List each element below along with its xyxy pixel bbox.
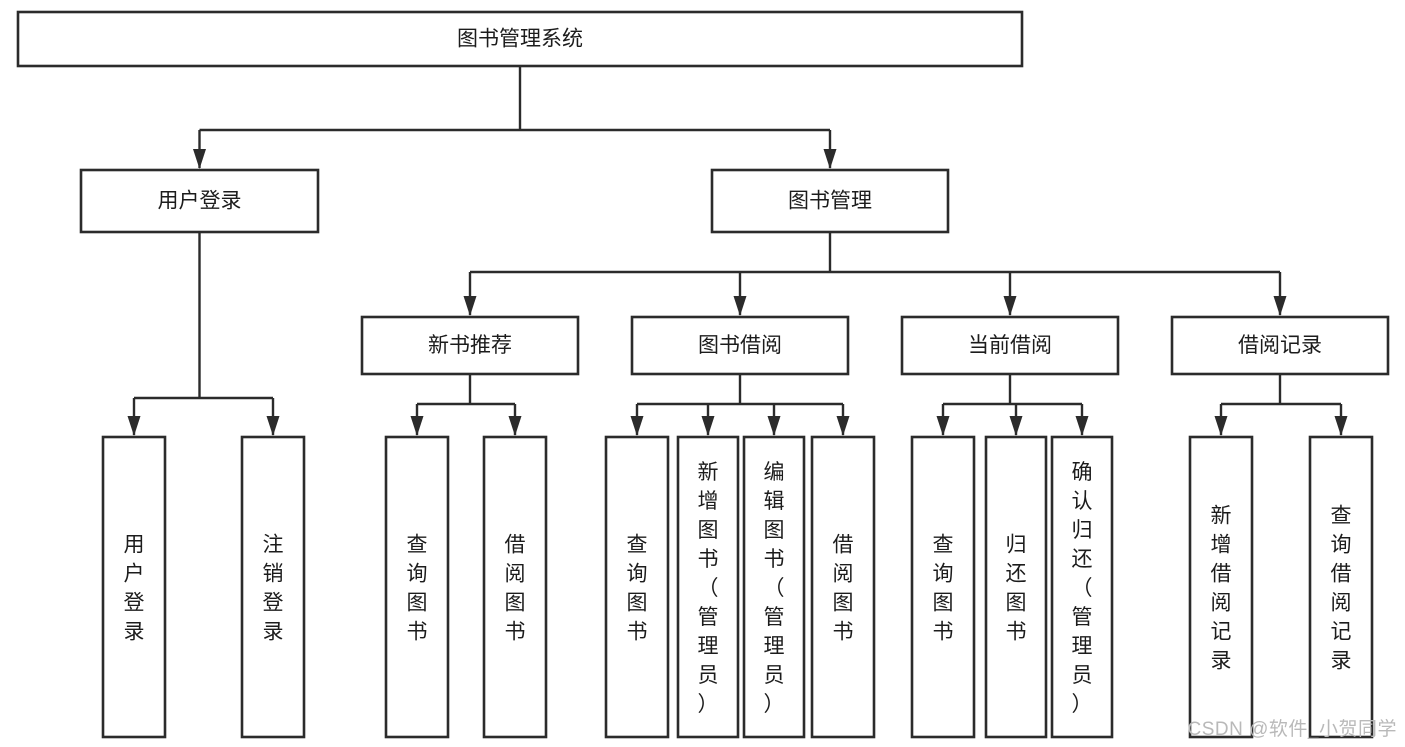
- arrow-head-lvl3-1-1: [701, 416, 715, 436]
- node-leaf-1[interactable]: 注销登录: [240, 435, 306, 739]
- arrow-head-login-1: [266, 416, 280, 436]
- node-leaf-8[interactable]: 查询图书: [910, 435, 976, 739]
- node-leaf-1-label: 注销登录: [263, 534, 284, 644]
- node-level3-1[interactable]: 图书借阅: [630, 315, 850, 376]
- node-leaf-10[interactable]: 确认归还（管理员）: [1050, 435, 1114, 739]
- node-layer: 图书管理系统用户登录图书管理新书推荐图书借阅当前借阅借阅记录用户登录注销登录查询…: [16, 10, 1390, 739]
- node-leaf-9[interactable]: 归还图书: [984, 435, 1048, 739]
- node-leaf-0-label: 用户登录: [124, 534, 145, 644]
- node-leaf-5[interactable]: 新增图书（管理员）: [676, 435, 740, 739]
- arrow-head-books-3: [1273, 296, 1287, 316]
- arrow-head-books-1: [733, 296, 747, 316]
- node-leaf-4-rect: [604, 435, 670, 739]
- node-level3-0-rect: [360, 315, 580, 376]
- node-leaf-4[interactable]: 查询图书: [604, 435, 670, 739]
- node-leaf-9-label: 归还图书: [1006, 534, 1027, 644]
- arrow-head-root-1: [823, 149, 837, 169]
- node-leaf-9-rect: [984, 435, 1048, 739]
- node-leaf-6[interactable]: 编辑图书（管理员）: [742, 435, 806, 739]
- node-level2-1[interactable]: 图书管理: [710, 168, 950, 234]
- node-level3-3[interactable]: 借阅记录: [1170, 315, 1390, 376]
- node-leaf-10-label: 确认归还（管理员）: [1072, 461, 1093, 716]
- arrow-head-lvl3-3-1: [1334, 416, 1348, 436]
- node-root-label: 图书管理系统: [457, 28, 583, 51]
- node-leaf-3-rect: [482, 435, 548, 739]
- node-leaf-6-rect: [742, 435, 806, 739]
- node-leaf-11-label: 新增借阅记录: [1211, 505, 1232, 673]
- node-level2-0-rect: [79, 168, 320, 234]
- node-leaf-5-rect: [676, 435, 740, 739]
- node-level3-3-rect: [1170, 315, 1390, 376]
- node-leaf-7[interactable]: 借阅图书: [810, 435, 876, 739]
- node-level3-2-rect: [900, 315, 1120, 376]
- node-root[interactable]: 图书管理系统: [16, 10, 1024, 68]
- node-level2-1-label: 图书管理: [788, 190, 872, 213]
- node-leaf-2[interactable]: 查询图书: [384, 435, 450, 739]
- node-leaf-8-rect: [910, 435, 976, 739]
- node-level3-2[interactable]: 当前借阅: [900, 315, 1120, 376]
- arrow-head-lvl3-2-0: [936, 416, 950, 436]
- node-leaf-10-rect: [1050, 435, 1114, 739]
- node-level2-0[interactable]: 用户登录: [79, 168, 320, 234]
- node-leaf-6-label: 编辑图书（管理员）: [764, 461, 785, 716]
- node-leaf-7-rect: [810, 435, 876, 739]
- node-leaf-0-rect: [101, 435, 167, 739]
- node-leaf-2-rect: [384, 435, 450, 739]
- node-leaf-0[interactable]: 用户登录: [101, 435, 167, 739]
- arrow-head-lvl3-2-2: [1075, 416, 1089, 436]
- arrow-head-root-0: [193, 149, 206, 169]
- node-level3-0-label: 新书推荐: [428, 334, 512, 357]
- node-level3-3-label: 借阅记录: [1238, 334, 1322, 357]
- arrow-head-lvl3-1-3: [836, 416, 850, 436]
- node-leaf-2-label: 查询图书: [407, 534, 428, 644]
- node-leaf-5-label: 新增图书（管理员）: [698, 461, 719, 716]
- node-leaf-3[interactable]: 借阅图书: [482, 435, 548, 739]
- node-leaf-4-label: 查询图书: [627, 534, 648, 644]
- arrow-head-login-0: [127, 416, 141, 436]
- node-leaf-12[interactable]: 查询借阅记录: [1308, 435, 1374, 739]
- node-level2-1-rect: [710, 168, 950, 234]
- node-leaf-12-label: 查询借阅记录: [1331, 505, 1352, 673]
- node-root-rect: [16, 10, 1024, 68]
- node-leaf-7-label: 借阅图书: [833, 534, 854, 644]
- watermark-text: CSDN @软件_小贺同学: [1187, 719, 1397, 740]
- node-level2-0-label: 用户登录: [158, 190, 242, 213]
- node-leaf-8-label: 查询图书: [933, 534, 954, 644]
- node-leaf-1-rect: [240, 435, 306, 739]
- connector-layer: [127, 66, 1348, 436]
- arrow-head-lvl3-0-1: [508, 416, 522, 436]
- node-level3-0[interactable]: 新书推荐: [360, 315, 580, 376]
- node-level3-1-rect: [630, 315, 850, 376]
- arrow-head-lvl3-1-2: [767, 416, 781, 436]
- arrow-head-lvl3-0-0: [410, 416, 424, 436]
- arrow-head-books-0: [463, 296, 477, 316]
- node-leaf-11-rect: [1188, 435, 1254, 739]
- node-leaf-11[interactable]: 新增借阅记录: [1188, 435, 1254, 739]
- arrow-head-lvl3-1-0: [630, 416, 644, 436]
- node-leaf-3-label: 借阅图书: [505, 534, 526, 644]
- node-level3-1-label: 图书借阅: [698, 334, 782, 357]
- arrow-head-lvl3-2-1: [1009, 416, 1023, 436]
- node-level3-2-label: 当前借阅: [968, 334, 1052, 357]
- arrow-head-books-2: [1003, 296, 1017, 316]
- arrow-head-lvl3-3-0: [1214, 416, 1228, 436]
- node-leaf-12-rect: [1308, 435, 1374, 739]
